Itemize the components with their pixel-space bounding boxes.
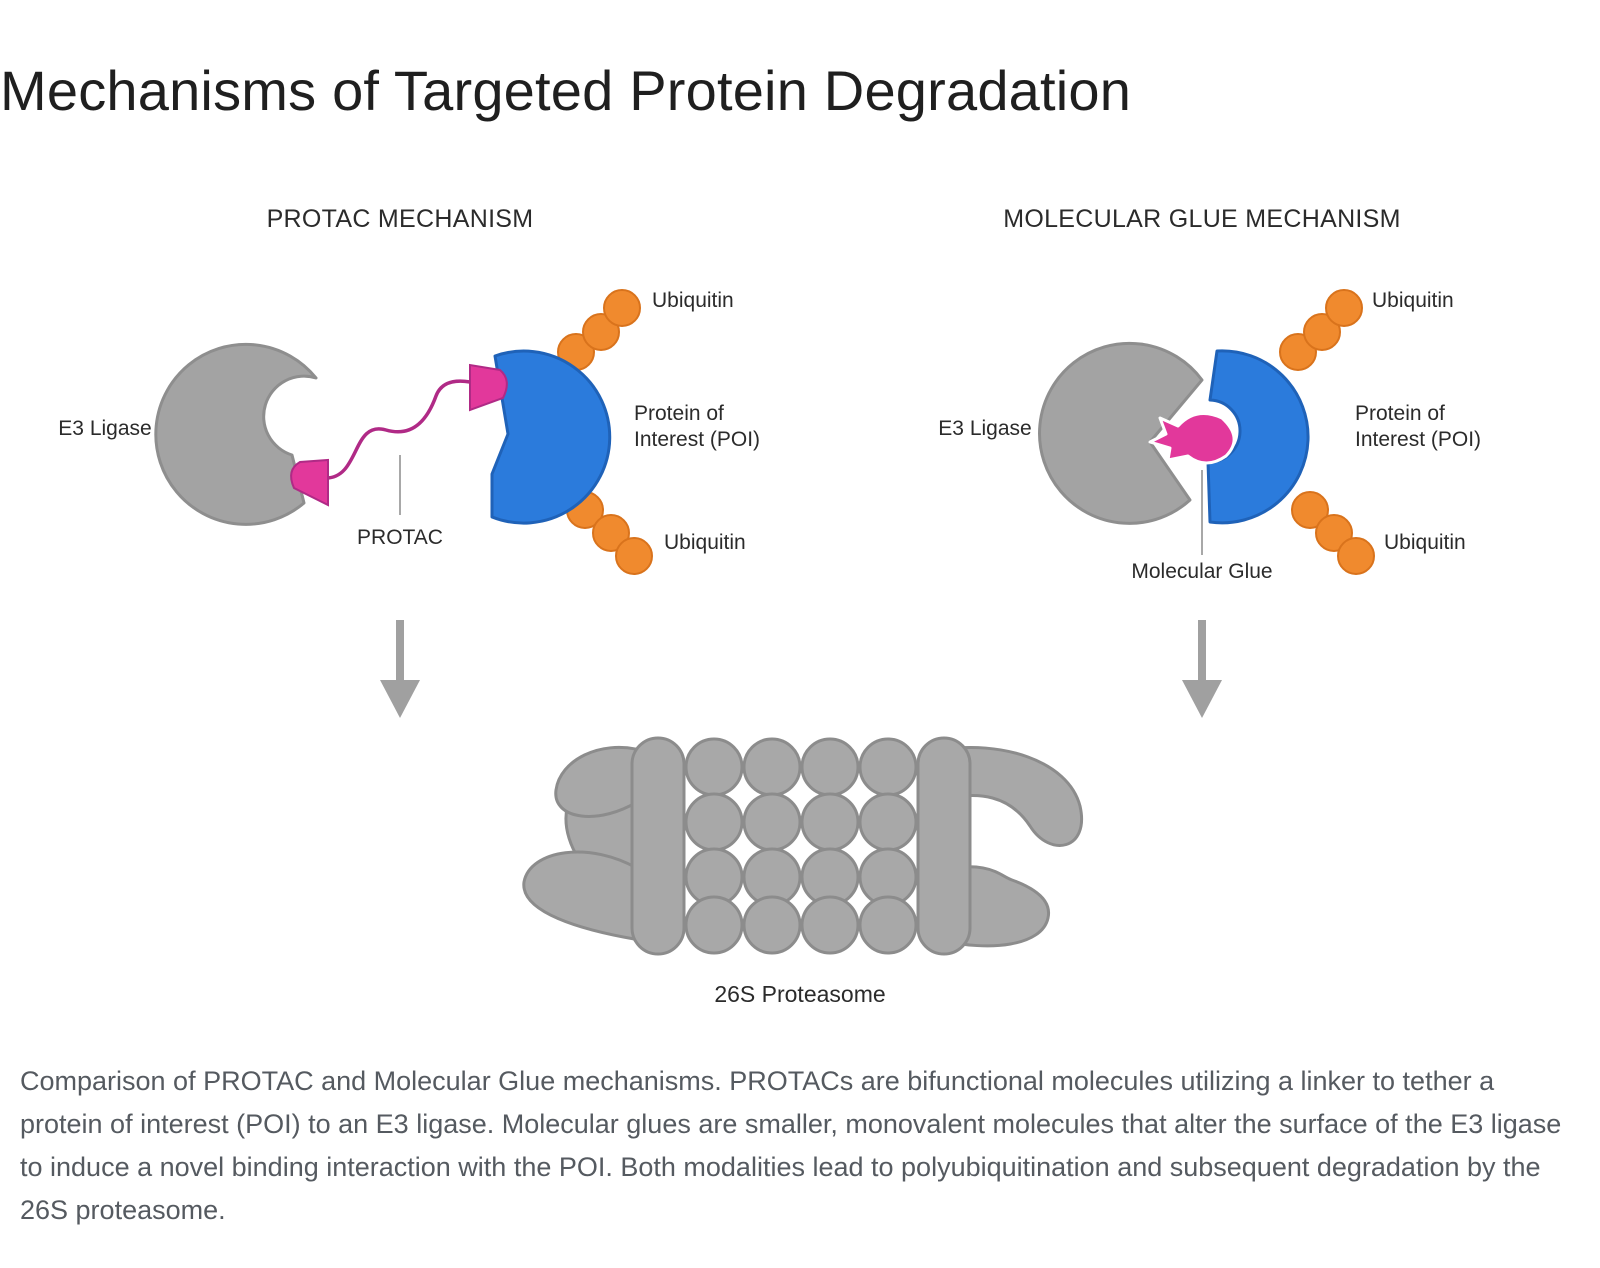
molecular-glue-shape (1148, 412, 1236, 465)
protac-down-arrow (380, 620, 420, 718)
glue-poi-shape (1206, 349, 1310, 525)
glue-e3-ligase-shape (1038, 341, 1204, 525)
protac-e3-label: E3 Ligase (58, 417, 151, 440)
glue-ubiquitin-bottom-label: Ubiquitin (1384, 531, 1466, 554)
glue-ubiquitin-chain-bottom (1291, 491, 1375, 575)
glue-heading: MOLECULAR GLUE MECHANISM (1003, 205, 1401, 233)
protac-ubiquitin-bottom-label: Ubiquitin (664, 531, 746, 554)
protac-linker-label: PROTAC (357, 526, 443, 549)
glue-label: Molecular Glue (1131, 560, 1272, 583)
poi-shape (490, 349, 612, 525)
glue-ubiquitin-top-label: Ubiquitin (1372, 289, 1454, 312)
protac-poi-label-1: Protein of (634, 402, 724, 425)
glue-e3-label: E3 Ligase (938, 417, 1031, 440)
proteasome-label: 26S Proteasome (714, 981, 885, 1007)
protac-panel: PROTAC MECHANISM E3 Ligase PROTAC Protei… (58, 205, 760, 575)
glue-panel: MOLECULAR GLUE MECHANISM E3 Ligase Molec… (938, 205, 1481, 583)
protac-linker (324, 379, 472, 480)
glue-poi-label-1: Protein of (1355, 402, 1445, 425)
e3-ligand (290, 458, 329, 507)
page-title: Mechanisms of Targeted Protein Degradati… (0, 59, 1132, 122)
poi-ligand (469, 363, 508, 412)
ubiquitin-chain-bottom (566, 491, 653, 575)
glue-down-arrow (1182, 620, 1222, 718)
protac-heading: PROTAC MECHANISM (267, 205, 534, 233)
proteasome-shape (522, 736, 1083, 956)
glue-ubiquitin-chain-top (1279, 289, 1363, 371)
e3-ligase-shape (154, 342, 318, 526)
mechanism-diagram: PROTAC MECHANISM E3 Ligase PROTAC Protei… (58, 205, 1481, 1007)
glue-poi-label-2: Interest (POI) (1355, 428, 1481, 451)
ubiquitin-chain-top (557, 289, 641, 371)
protac-poi-label-2: Interest (POI) (634, 428, 760, 451)
figure-caption: Comparison of PROTAC and Molecular Glue … (20, 1066, 1562, 1225)
protac-ubiquitin-top-label: Ubiquitin (652, 289, 734, 312)
